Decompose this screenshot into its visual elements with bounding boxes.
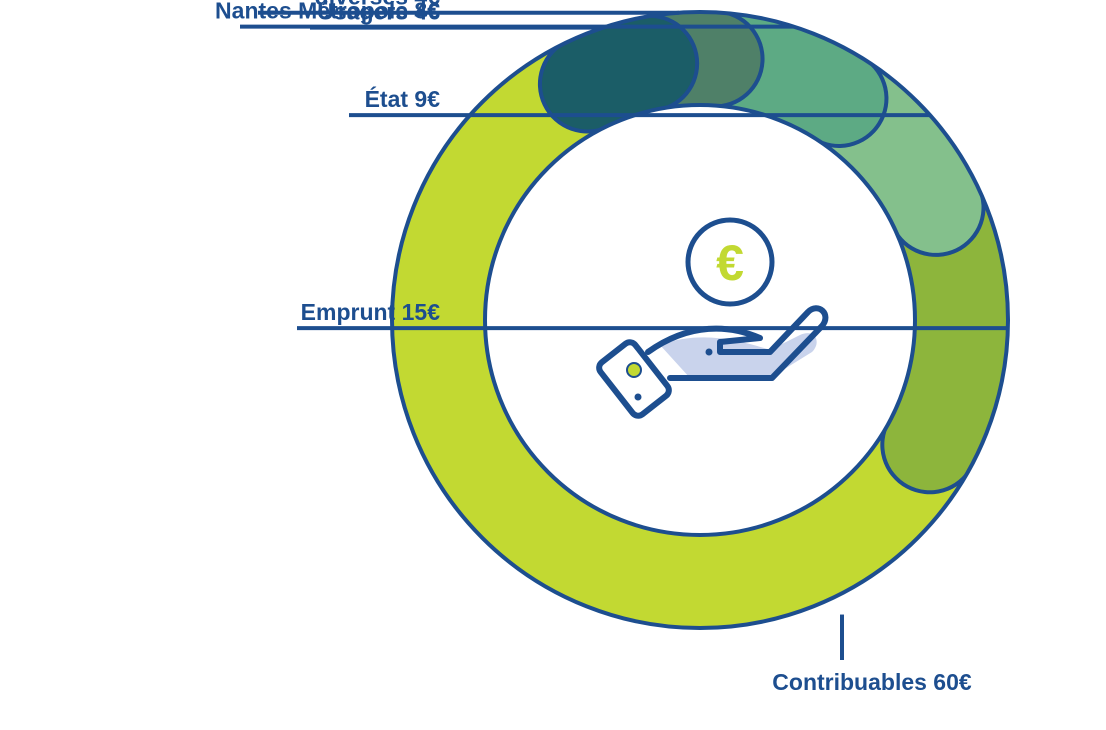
slice-nantes-metropole-8-label: Nantes Métropole 8€	[215, 0, 440, 24]
hand-shadow-icon	[660, 333, 817, 378]
slice-participations-diverses-4-label: diverses 4€	[315, 0, 441, 10]
cuff-detail-dot-icon	[634, 393, 642, 401]
slice-contribuables-60	[393, 38, 976, 627]
coin-icon	[685, 217, 775, 307]
sleeve-cuff-icon	[596, 339, 672, 419]
slice-etat-9-label: État 9€	[365, 85, 441, 112]
slice-usagers-4-label: Usagers 4€	[317, 0, 440, 25]
hand-icon	[645, 305, 829, 381]
donut-outer-border	[390, 10, 1010, 630]
cuff-button-icon	[626, 362, 642, 378]
donut-inner-border	[483, 103, 917, 537]
hand-detail-dot-icon	[705, 348, 713, 356]
euro-sign-icon: €	[716, 235, 744, 291]
slice-contribuables-60-label: Contribuables 60€	[772, 669, 972, 695]
slice-usagers-4	[541, 17, 696, 130]
slice-emprunt-15-label: Emprunt 15€	[301, 299, 441, 325]
hand-holding-euro-coin-icon: €	[596, 217, 829, 419]
